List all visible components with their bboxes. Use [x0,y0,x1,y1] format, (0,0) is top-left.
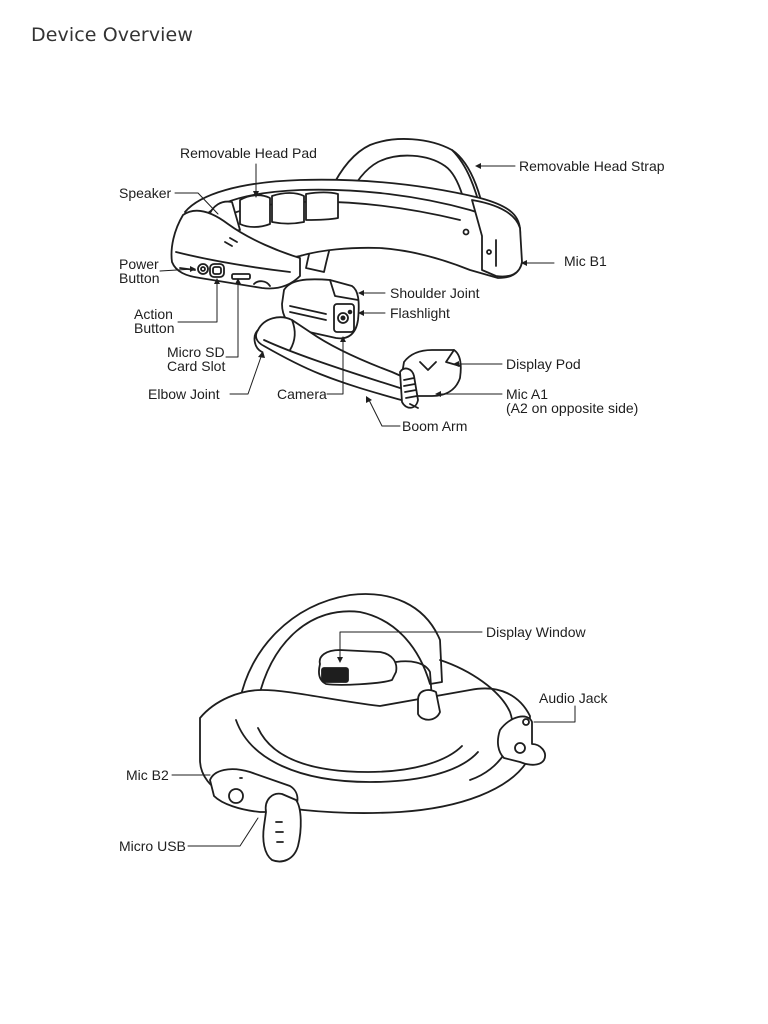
audio-jack-drawing [497,715,546,766]
callout-micro-sd-line2: Card Slot [167,358,226,374]
page-title: Device Overview [31,24,193,46]
callout-action-button: Action Button [134,307,174,335]
callout-speaker: Speaker [119,185,172,201]
callout-removable-head-pad: Removable Head Pad [180,145,317,161]
elbow-joint-drawing [253,329,263,353]
callout-power-button-line2: Button [119,270,160,286]
power-button-drawing [197,263,209,275]
top-leader-lines [159,163,555,427]
callout-display-window: Display Window [486,624,586,640]
micro-usb-drawing [262,792,302,863]
callout-boom-arm: Boom Arm [402,418,468,434]
callout-mic-b1: Mic B1 [564,253,607,269]
callout-display-pod: Display Pod [506,356,581,372]
callout-micro-usb: Micro USB [119,838,186,854]
callout-shoulder-joint: Shoulder Joint [390,285,480,301]
headset-top-illustration [170,138,523,409]
callout-mic-a1: Mic A1 (A2 on opposite side) [506,387,638,415]
bottom-arrowheads [337,657,343,663]
callout-action-button-line1: Action [134,306,173,322]
right-housing-drawing [471,199,523,278]
headset-bottom-illustration [199,593,546,863]
sd-slot-drawing [231,273,251,280]
callout-micro-sd-card-slot: Micro SD Card Slot [167,345,225,373]
callout-camera: Camera [277,386,327,402]
top-arrowheads [190,163,527,403]
callout-action-button-line2: Button [134,320,175,336]
callout-micro-sd-line1: Micro SD [167,344,225,360]
callout-mic-a1-line1: Mic A1 [506,386,549,402]
callout-audio-jack: Audio Jack [539,690,608,706]
callout-flashlight: Flashlight [390,305,450,321]
callout-elbow-joint: Elbow Joint [148,386,220,402]
bottom-strap-drawing [239,593,443,701]
callout-mic-a1-line2: (A2 on opposite side) [506,400,639,416]
callout-mic-b2: Mic B2 [126,767,169,783]
speaker-drawing [224,237,238,247]
callout-removable-head-strap: Removable Head Strap [519,158,665,174]
display-window-drawing [321,667,349,683]
callout-power-button-line1: Power [119,256,159,272]
bottom-leader-lines [171,631,576,847]
callout-power-button: Power Button [119,257,159,285]
bottom-joint-drawing [417,689,441,721]
